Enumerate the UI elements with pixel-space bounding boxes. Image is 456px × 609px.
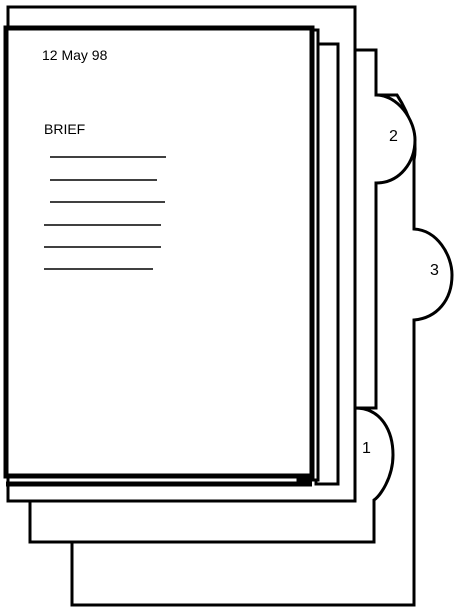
tab-label-1: 1 (362, 440, 371, 457)
document-date: 12 May 98 (42, 47, 108, 63)
tab-label-3: 3 (430, 262, 439, 279)
document-title: BRIEF (44, 121, 85, 137)
tab-label-2: 2 (389, 128, 398, 145)
document-page (6, 28, 312, 476)
